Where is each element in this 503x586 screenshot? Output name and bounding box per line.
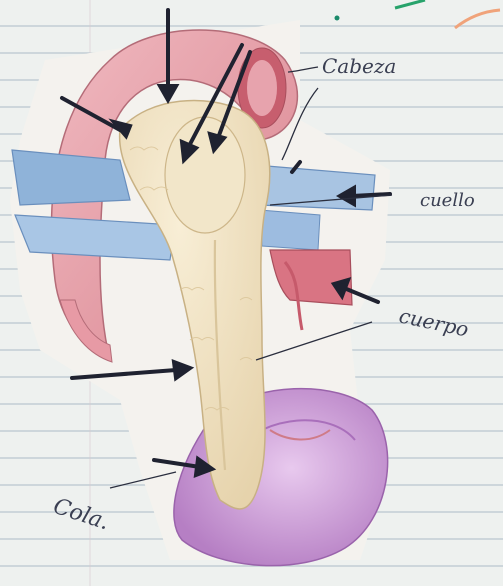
label-head: Cabeza — [322, 54, 396, 78]
duodenum-lumen-inner — [247, 60, 277, 116]
green-dot — [335, 16, 340, 21]
pancreas-head — [165, 117, 245, 233]
label-neck: cuello — [420, 190, 475, 211]
